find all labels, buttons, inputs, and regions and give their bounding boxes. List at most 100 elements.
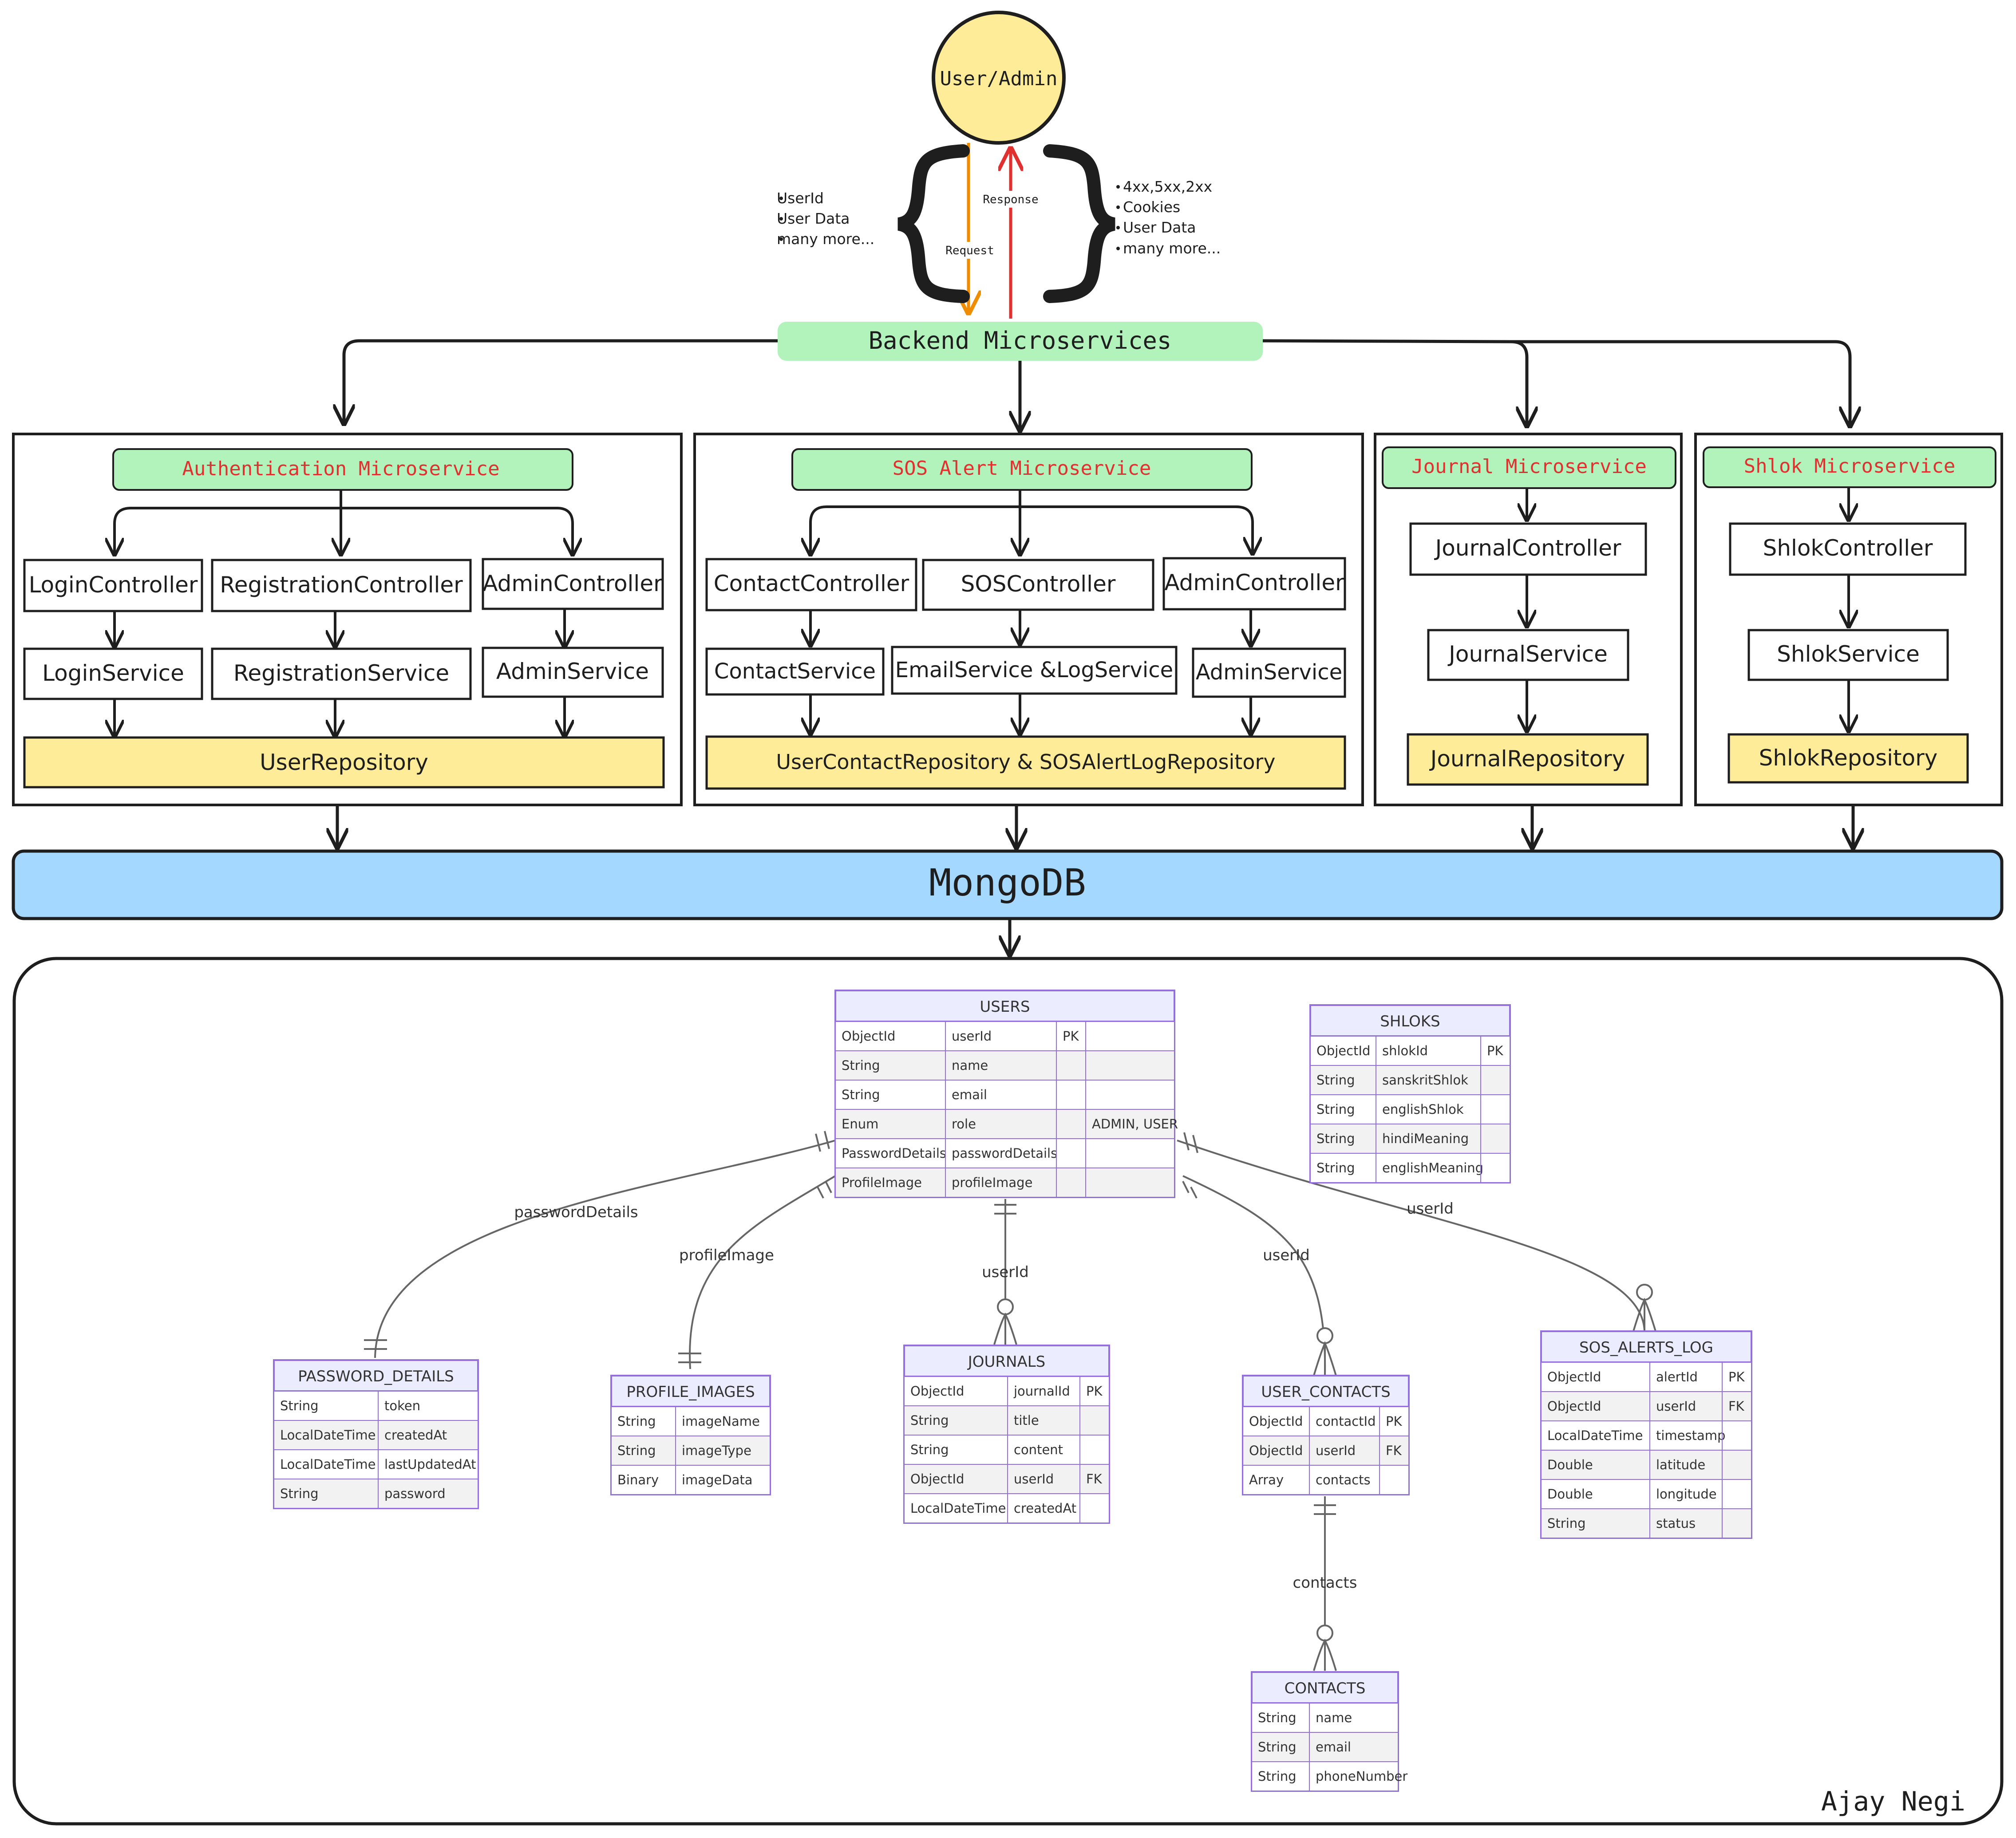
sos-admin-service: AdminService — [1196, 660, 1342, 685]
entity-cell: String — [280, 1486, 319, 1501]
entity-cell: ObjectId — [842, 1029, 895, 1044]
entity-cell: String — [1316, 1102, 1355, 1117]
request-label: Request — [945, 244, 994, 257]
entity-title: JOURNALS — [967, 1353, 1046, 1371]
entity-cell: ADMIN, USER — [1092, 1116, 1178, 1132]
entity-cell: longitude — [1656, 1487, 1717, 1502]
entity-cell: LocalDateTime — [910, 1501, 1006, 1516]
entity-cell: String — [1316, 1073, 1355, 1088]
entity-cell: name — [1316, 1710, 1352, 1725]
entity-cell: imageType — [682, 1443, 751, 1458]
entity-title: CONTACTS — [1285, 1680, 1366, 1697]
request-arrow: Request — [943, 143, 996, 313]
entity-cell: phoneNumber — [1316, 1769, 1407, 1784]
contact-service: ContactService — [714, 659, 876, 684]
sos-admin-controller: AdminController — [1164, 570, 1344, 596]
entity-cell: userId — [952, 1029, 992, 1044]
entity-title: SHLOKS — [1380, 1013, 1440, 1030]
request-brace — [897, 144, 970, 303]
entity-cell: userId — [1014, 1471, 1054, 1487]
relation-password-details: passwordDetails — [514, 1203, 638, 1221]
entity-cell: hindiMeaning — [1382, 1131, 1469, 1146]
entity-cell: String — [910, 1442, 949, 1457]
entity-cell: passwordDetails — [952, 1146, 1057, 1161]
entity-cell: String — [1258, 1710, 1297, 1725]
mongodb-node: MongoDB — [12, 849, 2004, 920]
admin-controller: AdminController — [482, 571, 663, 596]
request-items: UserId User Data many more... — [777, 189, 874, 248]
response-item: Cookies — [1123, 198, 1180, 216]
entity-cell: userId — [1656, 1399, 1696, 1414]
registration-controller: RegistrationController — [220, 572, 463, 598]
entity-cell: String — [842, 1058, 880, 1073]
user-admin-label: User/Admin — [940, 67, 1058, 90]
sos-alert-microservice: SOS Alert Microservice ContactController… — [693, 433, 1364, 806]
shlok-controller: ShlokController — [1763, 535, 1933, 561]
response-label: Response — [983, 193, 1038, 206]
admin-service: AdminService — [496, 659, 649, 684]
user-admin-node: User/Admin — [932, 11, 1066, 145]
backend-label: Backend Microservices — [869, 327, 1172, 355]
shlok-service: ShlokService — [1777, 641, 1920, 667]
entity-cell: ObjectId — [1316, 1043, 1370, 1058]
entity-cell: String — [1316, 1160, 1355, 1175]
entity-cell: String — [280, 1398, 319, 1413]
entity-cell: PK — [1063, 1029, 1079, 1044]
entity-title: SOS_ALERTS_LOG — [1579, 1339, 1713, 1357]
entity-cell: timestamp — [1656, 1428, 1725, 1443]
entity-cell: String — [1258, 1769, 1297, 1784]
schema-container — [12, 957, 2004, 1826]
entity-cell: token — [384, 1398, 420, 1413]
entity-cell: sanskritShlok — [1382, 1073, 1468, 1088]
relation-contacts-userid: userId — [1263, 1246, 1310, 1264]
entity-cell: String — [617, 1414, 656, 1429]
entity-cell: ObjectId — [910, 1384, 964, 1399]
journal-service: JournalService — [1447, 641, 1608, 667]
relation-journals-userid: userId — [982, 1263, 1029, 1281]
mongodb-label: MongoDB — [929, 861, 1086, 904]
response-brace — [1043, 144, 1116, 303]
author-label: Ajay Negi — [1821, 1786, 1965, 1817]
journal-controller: JournalController — [1434, 535, 1621, 561]
entity-cell: lastUpdatedAt — [384, 1457, 476, 1472]
response-item: 4xx,5xx,2xx — [1123, 178, 1212, 195]
services-to-db-connectors — [337, 805, 1853, 848]
entity-cell: email — [952, 1087, 987, 1102]
entity-cell: Array — [1249, 1472, 1284, 1487]
response-arrow: Response — [981, 149, 1040, 319]
login-controller: LoginController — [29, 572, 198, 598]
login-service: LoginService — [42, 660, 184, 686]
request-item: many more... — [777, 230, 874, 248]
entity-cell: createdAt — [1014, 1501, 1076, 1516]
entity-cell: PasswordDetails — [842, 1146, 946, 1161]
entity-cell: String — [842, 1087, 880, 1102]
entity-cell: latitude — [1656, 1457, 1705, 1472]
relation-profile-image: profileImage — [679, 1246, 774, 1264]
entity-cell: Double — [1547, 1487, 1593, 1502]
shlok-title: Shlok Microservice — [1744, 455, 1956, 477]
response-item: User Data — [1123, 219, 1196, 236]
shlok-repository: ShlokRepository — [1759, 745, 1938, 771]
entity-cell: englishShlok — [1382, 1102, 1464, 1117]
entity-cell: imageData — [682, 1472, 753, 1487]
entity-cell: PK — [1386, 1414, 1402, 1429]
entity-cell: FK — [1728, 1399, 1745, 1414]
shlok-microservice: Shlok Microservice ShlokController Shlok… — [1694, 433, 2003, 806]
entity-cell: String — [1316, 1131, 1355, 1146]
backend-microservices-node: Backend Microservices — [778, 322, 1263, 361]
entity-cell: role — [952, 1116, 976, 1132]
user-repository: UserRepository — [260, 749, 428, 775]
entity-cell: englishMeaning — [1382, 1160, 1483, 1175]
request-item: User Data — [777, 210, 850, 227]
entity-cell: shlokId — [1382, 1043, 1428, 1058]
entity-cell: journalId — [1013, 1384, 1070, 1399]
request-item: UserId — [777, 189, 824, 207]
relationship-labels: passwordDetails profileImage userId user… — [514, 1200, 1454, 1592]
entity-cell: userId — [1316, 1443, 1356, 1458]
